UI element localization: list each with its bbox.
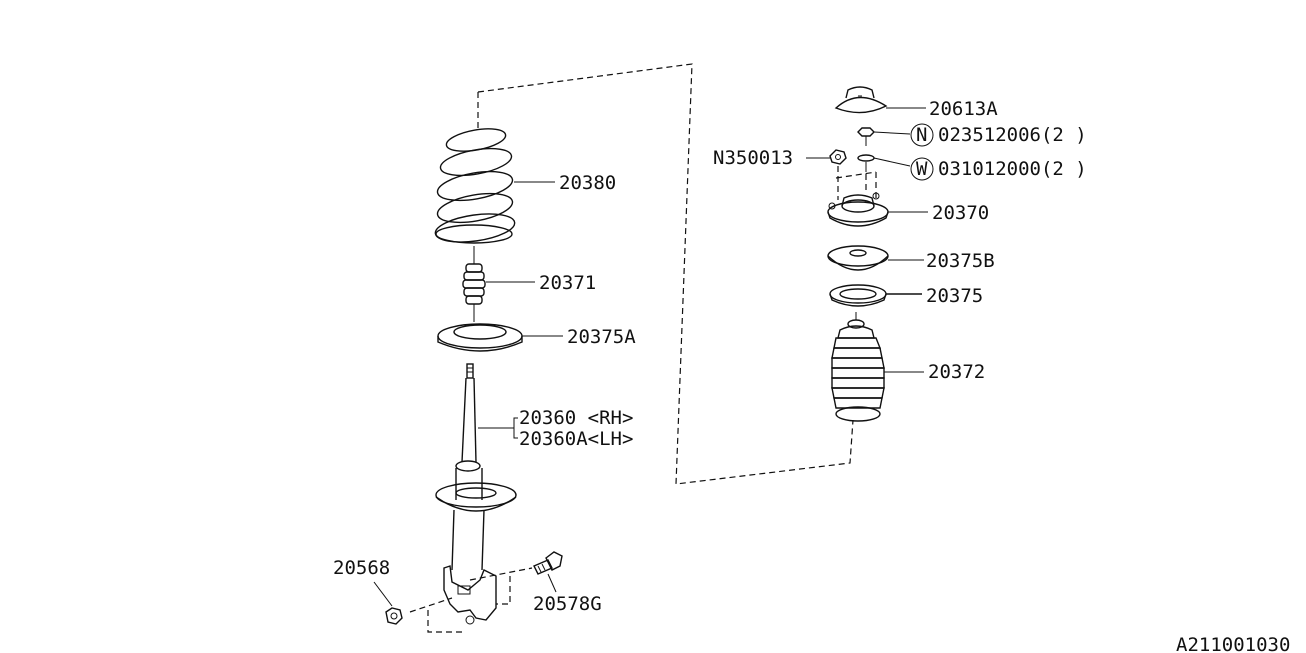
label-washer-part: 031012000(2 ) bbox=[938, 158, 1087, 180]
lower-spring-seat[interactable] bbox=[437, 323, 523, 352]
bottom-bolt[interactable] bbox=[533, 551, 563, 575]
label-upper-seat: 20375B bbox=[926, 250, 995, 272]
bolt-align-left bbox=[427, 610, 466, 633]
dust-boot[interactable] bbox=[831, 312, 885, 422]
helper-spring[interactable] bbox=[462, 246, 486, 322]
leader-bottom-bolt bbox=[547, 573, 557, 593]
label-nut-symbol: N bbox=[916, 124, 927, 146]
washer-symbol-circle bbox=[910, 157, 934, 181]
rubber-seat[interactable] bbox=[829, 284, 887, 307]
label-bottom-nut: 20568 bbox=[333, 557, 390, 579]
label-top-cover: 20613A bbox=[929, 98, 998, 120]
label-dust-boot: 20372 bbox=[928, 361, 985, 383]
label-bottom-bolt: 20578G bbox=[533, 593, 602, 615]
label-strut-rh: 20360 <RH> bbox=[519, 407, 633, 429]
coil-spring[interactable] bbox=[434, 125, 517, 246]
assembly-group-outline bbox=[477, 63, 854, 485]
label-lower-seat: 20375A bbox=[567, 326, 636, 348]
washer[interactable] bbox=[857, 154, 875, 172]
self-lock-nut[interactable] bbox=[829, 149, 847, 165]
bracket-strut-variants bbox=[513, 417, 518, 439]
strut-mount[interactable] bbox=[827, 192, 889, 227]
label-self-lock-nut: N350013 bbox=[713, 147, 793, 169]
upper-spring-seat[interactable] bbox=[827, 245, 889, 271]
guide-cross bbox=[835, 171, 877, 179]
top-cover[interactable] bbox=[834, 86, 888, 114]
strut-assembly[interactable] bbox=[435, 363, 517, 625]
bolt-align-upper bbox=[469, 567, 533, 581]
label-strut-mount: 20370 bbox=[932, 202, 989, 224]
label-helper-spring: 20371 bbox=[539, 272, 596, 294]
label-rubber-seat: 20375 bbox=[926, 285, 983, 307]
bottom-nut[interactable] bbox=[385, 607, 403, 625]
leader-upper-nut bbox=[873, 131, 911, 135]
reference-code: A211001030 bbox=[1176, 634, 1290, 653]
leader-washer bbox=[873, 157, 911, 167]
label-coil-spring: 20380 bbox=[559, 172, 616, 194]
label-nut-part: 023512006(2 ) bbox=[938, 124, 1087, 146]
nut-symbol-circle bbox=[910, 123, 934, 147]
bolt-align-right bbox=[496, 576, 511, 605]
leader-bottom-nut bbox=[373, 581, 393, 607]
upper-nut[interactable] bbox=[857, 127, 875, 146]
label-strut-lh: 20360A<LH> bbox=[519, 428, 633, 450]
bolt-align-lower bbox=[409, 597, 453, 613]
label-washer-symbol: W bbox=[916, 158, 928, 180]
